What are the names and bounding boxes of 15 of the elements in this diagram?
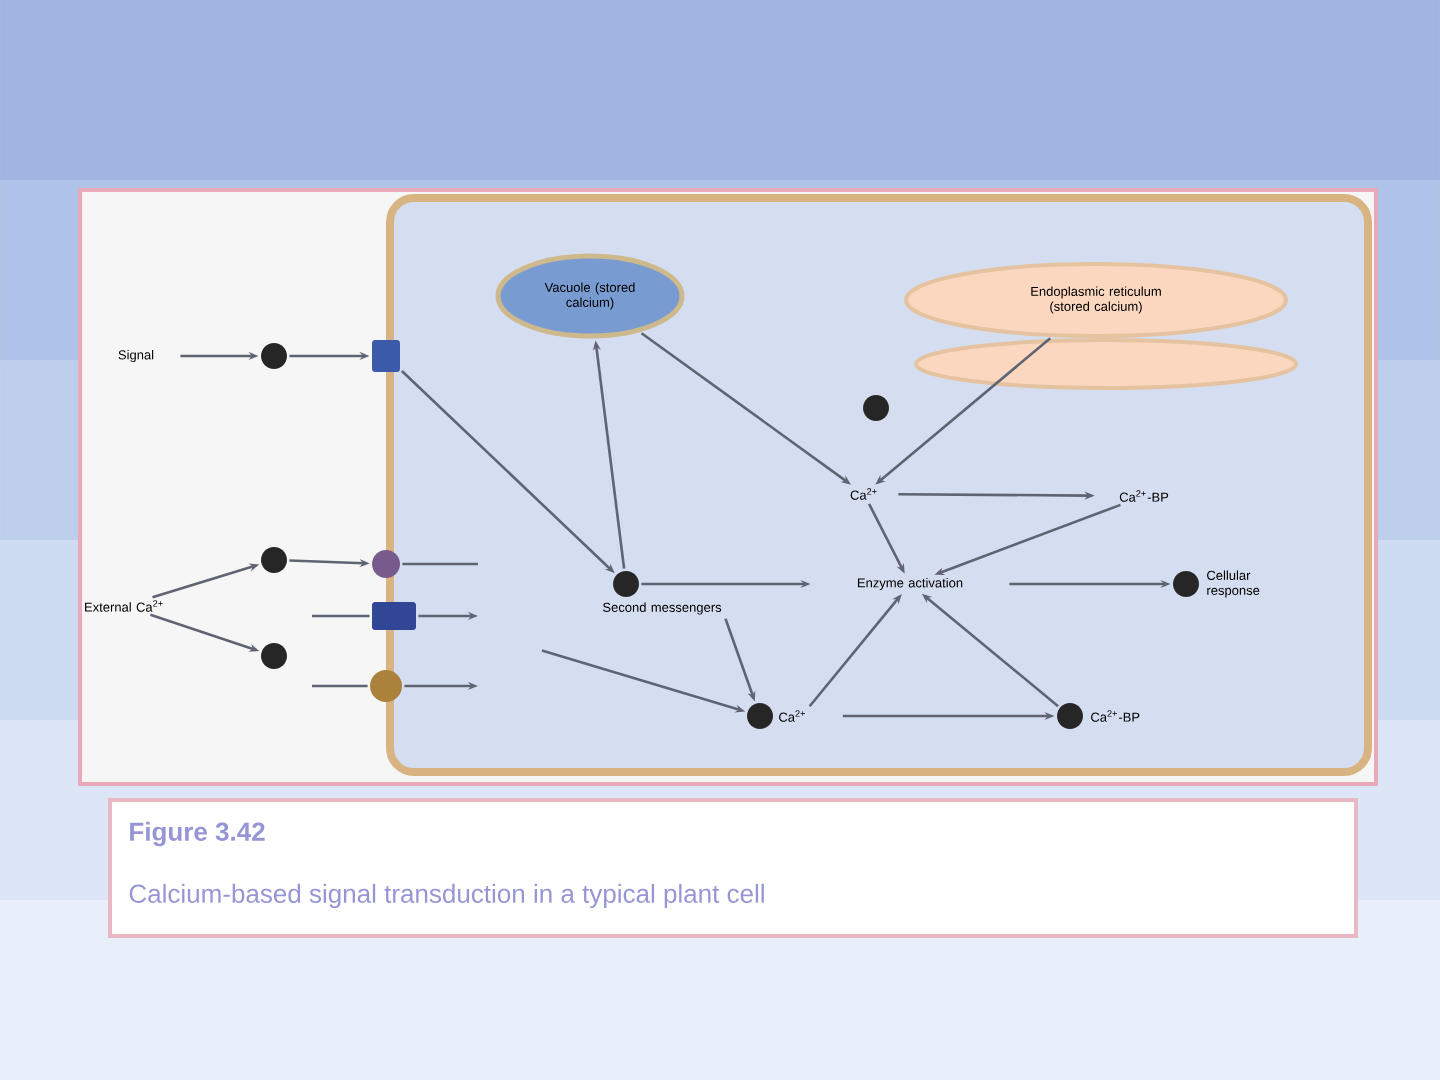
- molecule-dot: [261, 547, 287, 573]
- receptor-symbol: [372, 340, 400, 372]
- molecule-dot: [863, 395, 889, 421]
- channel-symbol: [370, 670, 402, 702]
- channel-symbol: [372, 602, 416, 630]
- channel-symbol: [372, 550, 400, 578]
- figure-title: Figure 3.42: [130, 821, 265, 847]
- molecule-dot: [1057, 703, 1083, 729]
- molecule-dot: [747, 703, 773, 729]
- figure-caption: Calcium-based signal transduction in a typical plant cell: [129, 883, 764, 909]
- arrow: [808, 594, 902, 708]
- molecule-dot: [1173, 571, 1199, 597]
- molecule-dot: [261, 643, 287, 669]
- molecule-dot: [261, 343, 287, 369]
- molecule-dot: [613, 571, 639, 597]
